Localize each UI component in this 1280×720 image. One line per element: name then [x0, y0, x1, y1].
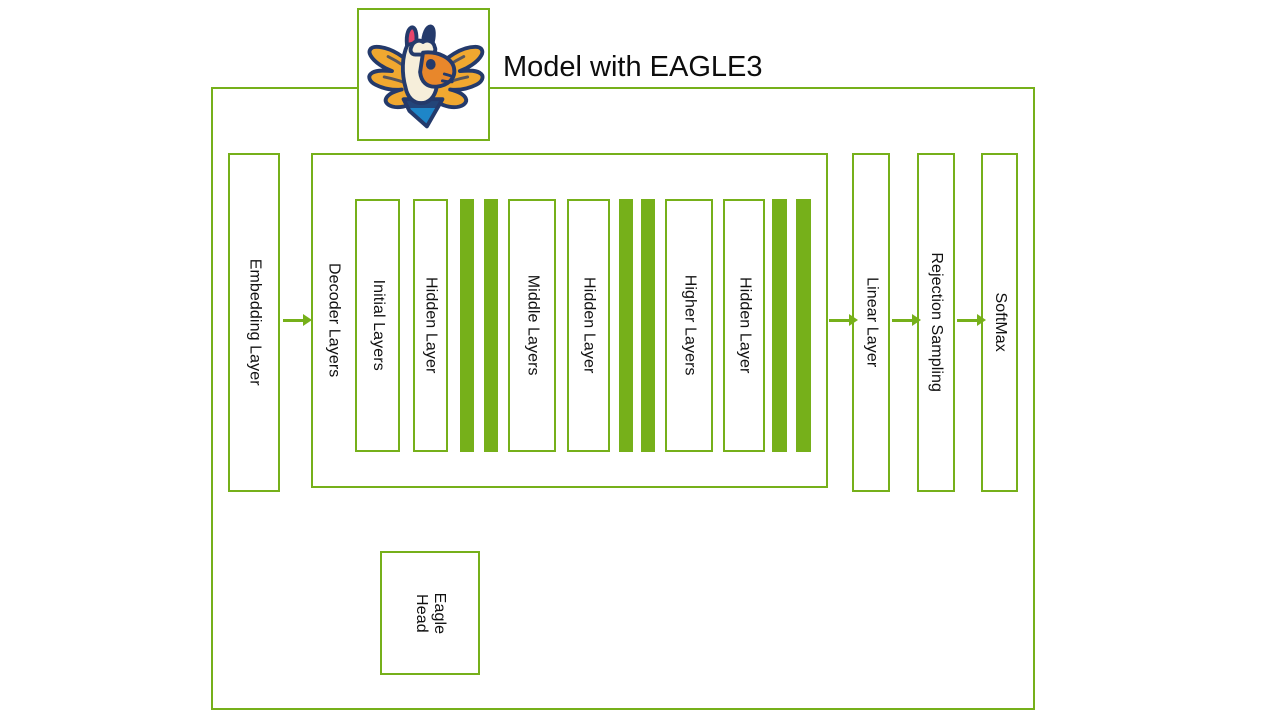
softmax-label: SoftMax — [991, 292, 1009, 353]
arrow-linear-to-rejection — [892, 319, 914, 322]
eagle-head-label-wrap: Eagle Head — [382, 553, 478, 673]
embedding-layer-label-wrap: Embedding Layer — [230, 155, 278, 490]
hidden-layer-2-label-wrap: Hidden Layer — [569, 201, 608, 450]
arrow-decoder-to-linear-head — [849, 314, 858, 326]
arrow-rejection-to-softmax-head — [977, 314, 986, 326]
eagle-llama-logo — [357, 8, 490, 141]
rejection-sampling-label: Rejection Sampling — [928, 252, 946, 393]
hidden-layer-3-label: Hidden Layer — [736, 277, 754, 374]
softmax-label-wrap: SoftMax — [983, 155, 1016, 490]
feature-bar-1 — [460, 199, 474, 452]
arrow-embedding-to-decoder — [283, 319, 305, 322]
initial-layers-block[interactable]: Initial Layers — [355, 199, 400, 452]
decoder-layers-label: Decoder Layers — [325, 263, 343, 378]
feature-bar-2 — [484, 199, 498, 452]
hidden-layer-1-label-wrap: Hidden Layer — [415, 201, 446, 450]
middle-layers-label-wrap: Middle Layers — [510, 201, 554, 450]
hidden-layer-2-label: Hidden Layer — [580, 277, 598, 374]
feature-bar-4 — [641, 199, 655, 452]
hidden-layer-1-label: Hidden Layer — [422, 277, 440, 374]
linear-layer-label-wrap: Linear Layer — [854, 155, 888, 490]
middle-layers-label: Middle Layers — [524, 275, 542, 376]
initial-layers-label: Initial Layers — [369, 279, 387, 372]
higher-layers-label: Higher Layers — [681, 275, 699, 376]
feature-bar-3 — [619, 199, 633, 452]
arrow-decoder-to-linear — [829, 319, 851, 322]
hidden-layer-3-label-wrap: Hidden Layer — [725, 201, 763, 450]
eagle-head-block[interactable]: Eagle Head — [380, 551, 480, 675]
hidden-layer-1-block[interactable]: Hidden Layer — [413, 199, 448, 452]
softmax-block[interactable]: SoftMax — [981, 153, 1018, 492]
eagle-head-label: Eagle Head — [412, 592, 449, 634]
decoder-layers-label-wrap: Decoder Layers — [313, 155, 353, 486]
hidden-layer-3-block[interactable]: Hidden Layer — [723, 199, 765, 452]
arrow-embedding-to-decoder-head — [303, 314, 312, 326]
rejection-sampling-label-wrap: Rejection Sampling — [919, 155, 953, 490]
higher-layers-block[interactable]: Higher Layers — [665, 199, 713, 452]
feature-bar-6 — [796, 199, 811, 452]
initial-layers-label-wrap: Initial Layers — [357, 201, 398, 450]
higher-layers-label-wrap: Higher Layers — [667, 201, 711, 450]
page-title: Model with EAGLE3 — [503, 51, 763, 83]
embedding-layer-block[interactable]: Embedding Layer — [228, 153, 280, 492]
arrow-rejection-to-softmax — [957, 319, 979, 322]
hidden-layer-2-block[interactable]: Hidden Layer — [567, 199, 610, 452]
rejection-sampling-block[interactable]: Rejection Sampling — [917, 153, 955, 492]
middle-layers-block[interactable]: Middle Layers — [508, 199, 556, 452]
embedding-layer-label: Embedding Layer — [246, 259, 264, 386]
eagle-llama-logo-svg — [367, 24, 485, 129]
feature-bar-5 — [772, 199, 787, 452]
linear-layer-label: Linear Layer — [863, 277, 881, 368]
arrow-linear-to-rejection-head — [912, 314, 921, 326]
